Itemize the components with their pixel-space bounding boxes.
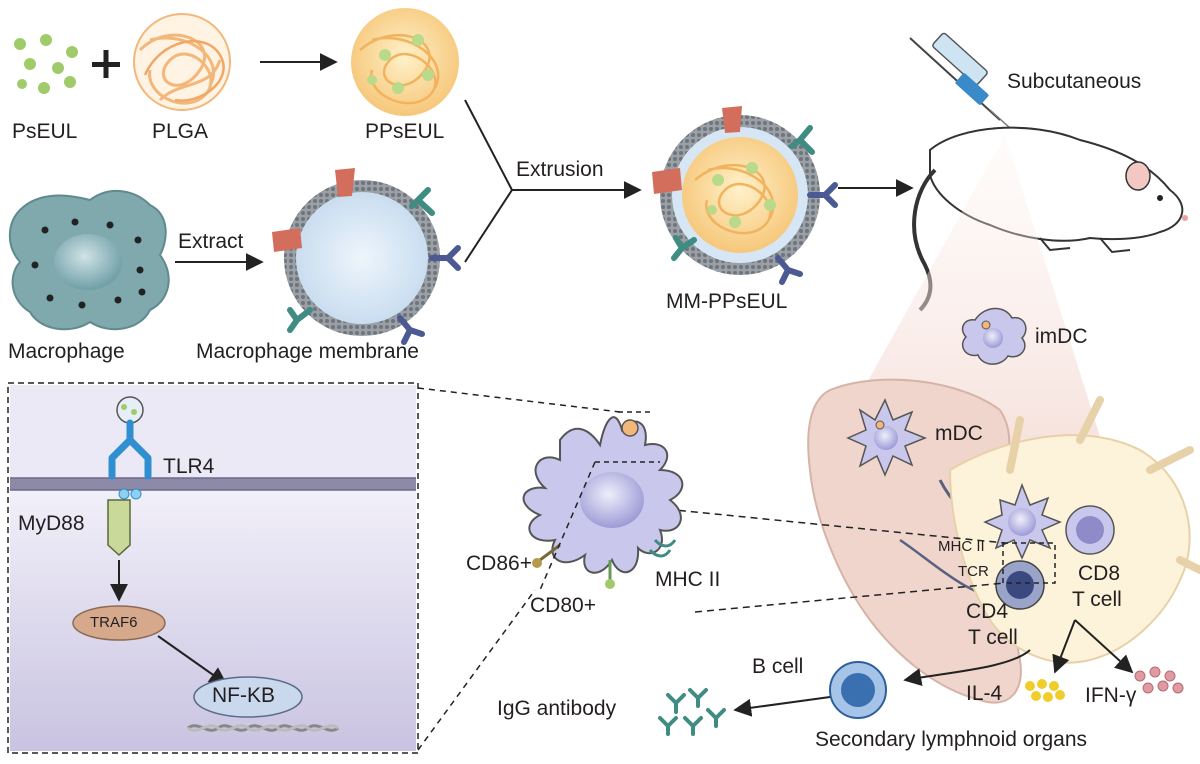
label-myd88: MyD88 (18, 512, 85, 535)
label-igg: IgG antibody (497, 697, 617, 720)
label-cd8-line2: T cell (1072, 588, 1122, 611)
label-nfkb: NF-KB (212, 684, 275, 707)
label-extrusion: Extrusion (516, 158, 604, 181)
traf6-node (72, 605, 166, 641)
imdc-cell (961, 307, 1027, 365)
igg-antibodies (658, 688, 726, 736)
myd88-protein (107, 499, 131, 557)
label-cd4-line2: T cell (968, 626, 1018, 649)
il4-cytokines (1025, 679, 1065, 702)
label-pseul: PsEUL (12, 120, 78, 143)
label-mhc2-main: MHC II (655, 568, 721, 591)
label-subcutaneous: Subcutaneous (1007, 70, 1142, 93)
label-traf6: TRAF6 (90, 614, 138, 631)
macrophage-cell (8, 189, 170, 331)
label-imdc: imDC (1035, 325, 1088, 348)
tlr4-receptor (108, 396, 152, 500)
syringe (909, 32, 1011, 129)
membrane-vesicle (272, 168, 461, 345)
synapse-box (1002, 542, 1056, 584)
organ-dc (983, 482, 1062, 560)
label-mhc2-small: MHC II (938, 538, 985, 555)
mdc-cell (846, 398, 928, 477)
label-ppseul: PPsEUL (365, 120, 445, 143)
plga-ball (133, 13, 231, 111)
label-mdc: mDC (935, 422, 983, 445)
label-cd4-line1: CD4 (966, 600, 1009, 623)
label-secondary: Secondary lymphnoid organs (815, 728, 1087, 751)
label-ifn: IFN-γ (1085, 684, 1137, 707)
label-mm-ppseul: MM-PPsEUL (666, 290, 788, 313)
label-cd8-line1: CD8 (1078, 562, 1121, 585)
signaling-panel (7, 382, 419, 754)
label-tlr4: TLR4 (163, 455, 215, 478)
plus-sign (92, 50, 120, 78)
label-cd80: CD80+ (530, 594, 596, 617)
label-tcr: TCR (958, 563, 989, 580)
nfkb-node (193, 676, 303, 718)
label-cd86: CD86+ (466, 552, 532, 575)
cd4-t-cell (995, 560, 1045, 610)
cd8-t-cell (1065, 505, 1115, 555)
ppseul-ball (351, 8, 459, 116)
label-plga: PLGA (152, 120, 209, 143)
label-il4: IL-4 (966, 682, 1003, 705)
label-b-cell: B cell (752, 655, 804, 678)
b-cell-shape (829, 661, 887, 719)
label-extract: Extract (178, 230, 244, 253)
label-macrophage: Macrophage (8, 340, 125, 363)
ifn-cytokines (1134, 666, 1184, 694)
label-macrophage-membrane: Macrophage membrane (196, 340, 419, 363)
big-dc-cell (522, 416, 684, 589)
mm-ppseul-particle (652, 106, 838, 285)
pseul-particles (14, 34, 78, 94)
dna-strand (187, 724, 339, 732)
